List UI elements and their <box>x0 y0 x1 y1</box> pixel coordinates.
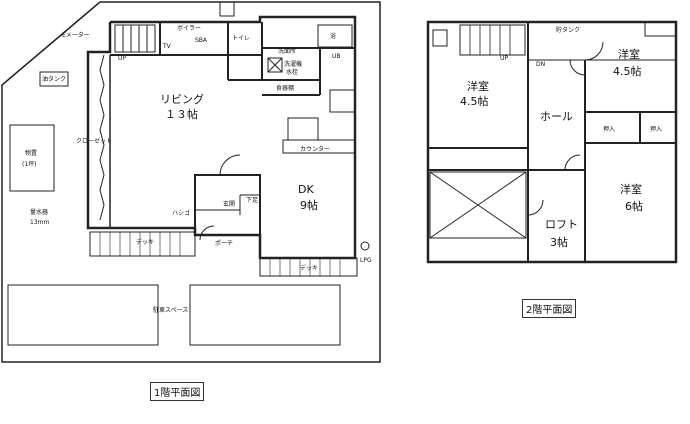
label-deck2: デッキ <box>300 264 318 272</box>
void-area <box>429 171 527 239</box>
stove <box>329 89 356 113</box>
label-tv: TV <box>162 43 172 50</box>
label-shoe: 下足 <box>246 197 258 204</box>
label-tank: 貯タンク <box>556 26 580 34</box>
label-sba: SBA <box>195 37 208 44</box>
deck-right <box>259 257 358 277</box>
label-lpg: LPG <box>360 257 372 264</box>
door-arc-porch <box>199 225 215 241</box>
label-water: 量水器 <box>30 208 48 216</box>
label-water-size: 13mm <box>30 219 49 226</box>
house-outline-1f <box>86 15 357 260</box>
label-dressing: 洗面所 <box>278 47 296 55</box>
label-west-size: 4.5帖 <box>460 95 489 108</box>
label-dk: DK <box>298 183 314 196</box>
bath-tub <box>317 24 353 48</box>
parking-lot-left <box>7 284 159 346</box>
label-se-size: 6帖 <box>625 200 643 213</box>
closet-curtain <box>99 54 105 221</box>
label-up1: UP <box>118 55 126 62</box>
caption-floor2: 2階平面図 <box>522 299 577 318</box>
lpg-marker <box>360 241 370 251</box>
label-dk-size: 9帖 <box>300 199 318 212</box>
label-bath: 浴 <box>330 32 336 40</box>
label-living: リビング <box>160 92 204 106</box>
kitchen-sink <box>287 117 319 141</box>
counter <box>282 139 356 154</box>
label-loft-size: 3帖 <box>550 236 568 249</box>
site-boundary <box>1 1 381 363</box>
label-toilet: トイレ <box>232 35 250 42</box>
storage-shed <box>9 124 55 192</box>
label-entrance: 玄関 <box>223 200 235 208</box>
label-washer2: 水栓 <box>286 68 298 76</box>
stair-2f <box>459 24 526 56</box>
label-hall: ホール <box>540 110 573 123</box>
caption-floor1: 1階平面図 <box>150 382 205 401</box>
label-loft: ロフト <box>545 218 578 231</box>
label-oil-tank: 油タンク <box>42 75 66 83</box>
label-ladder: ハシゴ <box>172 209 190 217</box>
label-se-room: 洋室 <box>620 182 642 196</box>
label-living-size: １３帖 <box>165 108 198 121</box>
label-up-2f: UP <box>500 55 508 62</box>
label-counter: カウンター <box>300 145 330 153</box>
oil-tank <box>39 71 69 87</box>
label-porch: ポーチ <box>215 239 233 247</box>
label-closet-b: 押入 <box>650 125 662 133</box>
label-ub: UB <box>332 53 341 60</box>
label-pantry: 食器棚 <box>276 84 294 92</box>
stair-1f <box>114 24 156 53</box>
label-boiler: ボイラー <box>177 24 201 32</box>
deck-left <box>89 231 196 257</box>
label-closet: クローゼット <box>76 137 112 145</box>
door-arc-entrance <box>219 154 241 176</box>
label-storage-size: (1坪) <box>22 160 37 168</box>
label-ne-size: 4.5帖 <box>613 65 642 78</box>
entrance-box <box>194 174 261 236</box>
label-closet-a: 押入 <box>603 125 615 133</box>
label-parking: 駐車スペース <box>153 306 188 314</box>
label-storage: 物置 <box>25 149 37 157</box>
label-ne-room: 洋室 <box>618 47 640 61</box>
label-west-room: 洋室 <box>467 79 489 93</box>
label-dn: DN <box>536 61 545 68</box>
label-washer: 洗濯機 <box>284 60 302 68</box>
label-meter: Eメーター <box>62 31 90 39</box>
parking-lot-right <box>189 284 341 346</box>
label-deck1: デッキ <box>136 238 154 246</box>
